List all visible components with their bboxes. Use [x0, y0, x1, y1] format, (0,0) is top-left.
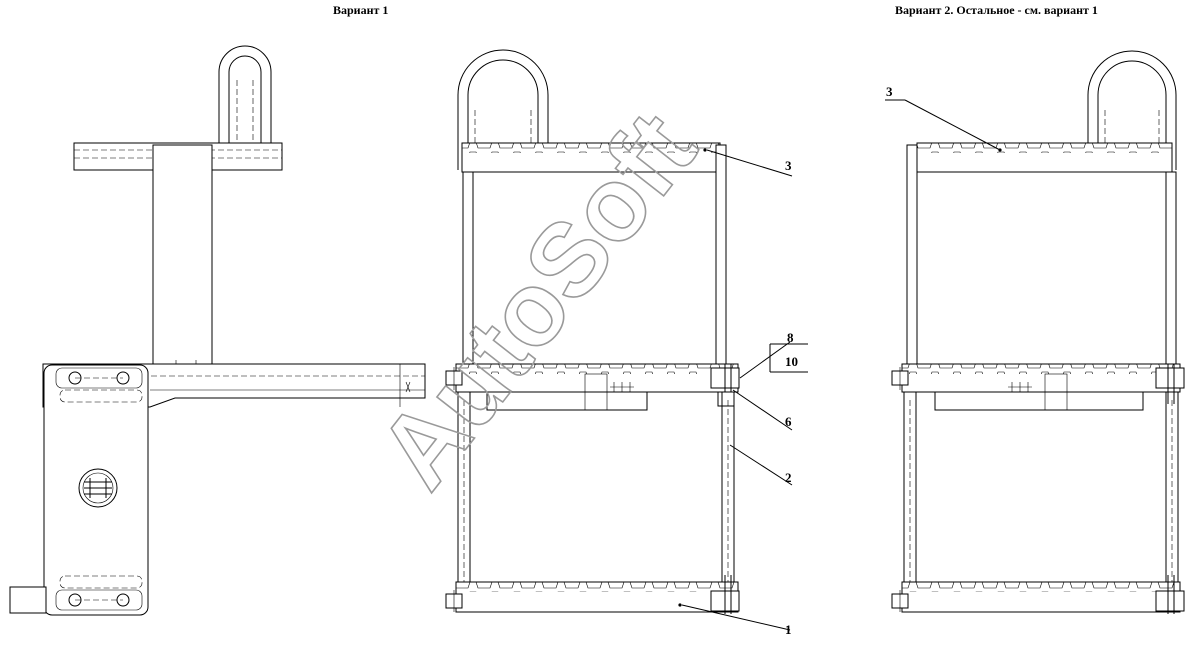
callout-v1-3: 3: [785, 158, 792, 173]
v1-mid-bolt-left: [445, 367, 463, 390]
variant-1-title: Вариант 1: [333, 3, 389, 17]
side-view-column: [152, 144, 213, 391]
v2-bottom-bolt-right: [1155, 575, 1185, 614]
v2-mid-bolt-left: [891, 367, 909, 390]
v2-u-bolt: [1087, 50, 1177, 170]
v1-u-bolt: [457, 49, 549, 170]
factory-logo-icon: [78, 468, 118, 508]
v2-left-rail-top: [906, 144, 918, 366]
variant-2-front-view: 3: [885, 50, 1185, 614]
callout-v1-6: 6: [785, 414, 792, 429]
callout-v1-2: 2: [785, 470, 792, 485]
variant-2-title: Вариант 2. Остальное - см. вариант 1: [895, 3, 1098, 17]
callout-v1-8: 8: [787, 330, 794, 345]
side-view-bracket: [43, 364, 149, 616]
v1-bottom-bolt-left: [445, 590, 463, 612]
variant-1-front-view: 3 8 10 6 2 1: [445, 49, 808, 637]
side-view: [9, 45, 426, 616]
v1-mid-bolt-right: [710, 364, 740, 407]
callout-v1-10: 10: [785, 354, 798, 369]
v2-right-rail-top: [1165, 171, 1177, 366]
v2-mid-bolt-right: [1155, 364, 1185, 404]
side-view-u-bolt: [218, 45, 272, 170]
callout-v2-3: 3: [886, 84, 893, 99]
callout-v1-1: 1: [785, 622, 792, 637]
v2-bottom-bolt-left: [891, 590, 909, 612]
v1-right-rail-top: [715, 144, 727, 366]
v1-bottom-bolt-right: [710, 575, 740, 614]
